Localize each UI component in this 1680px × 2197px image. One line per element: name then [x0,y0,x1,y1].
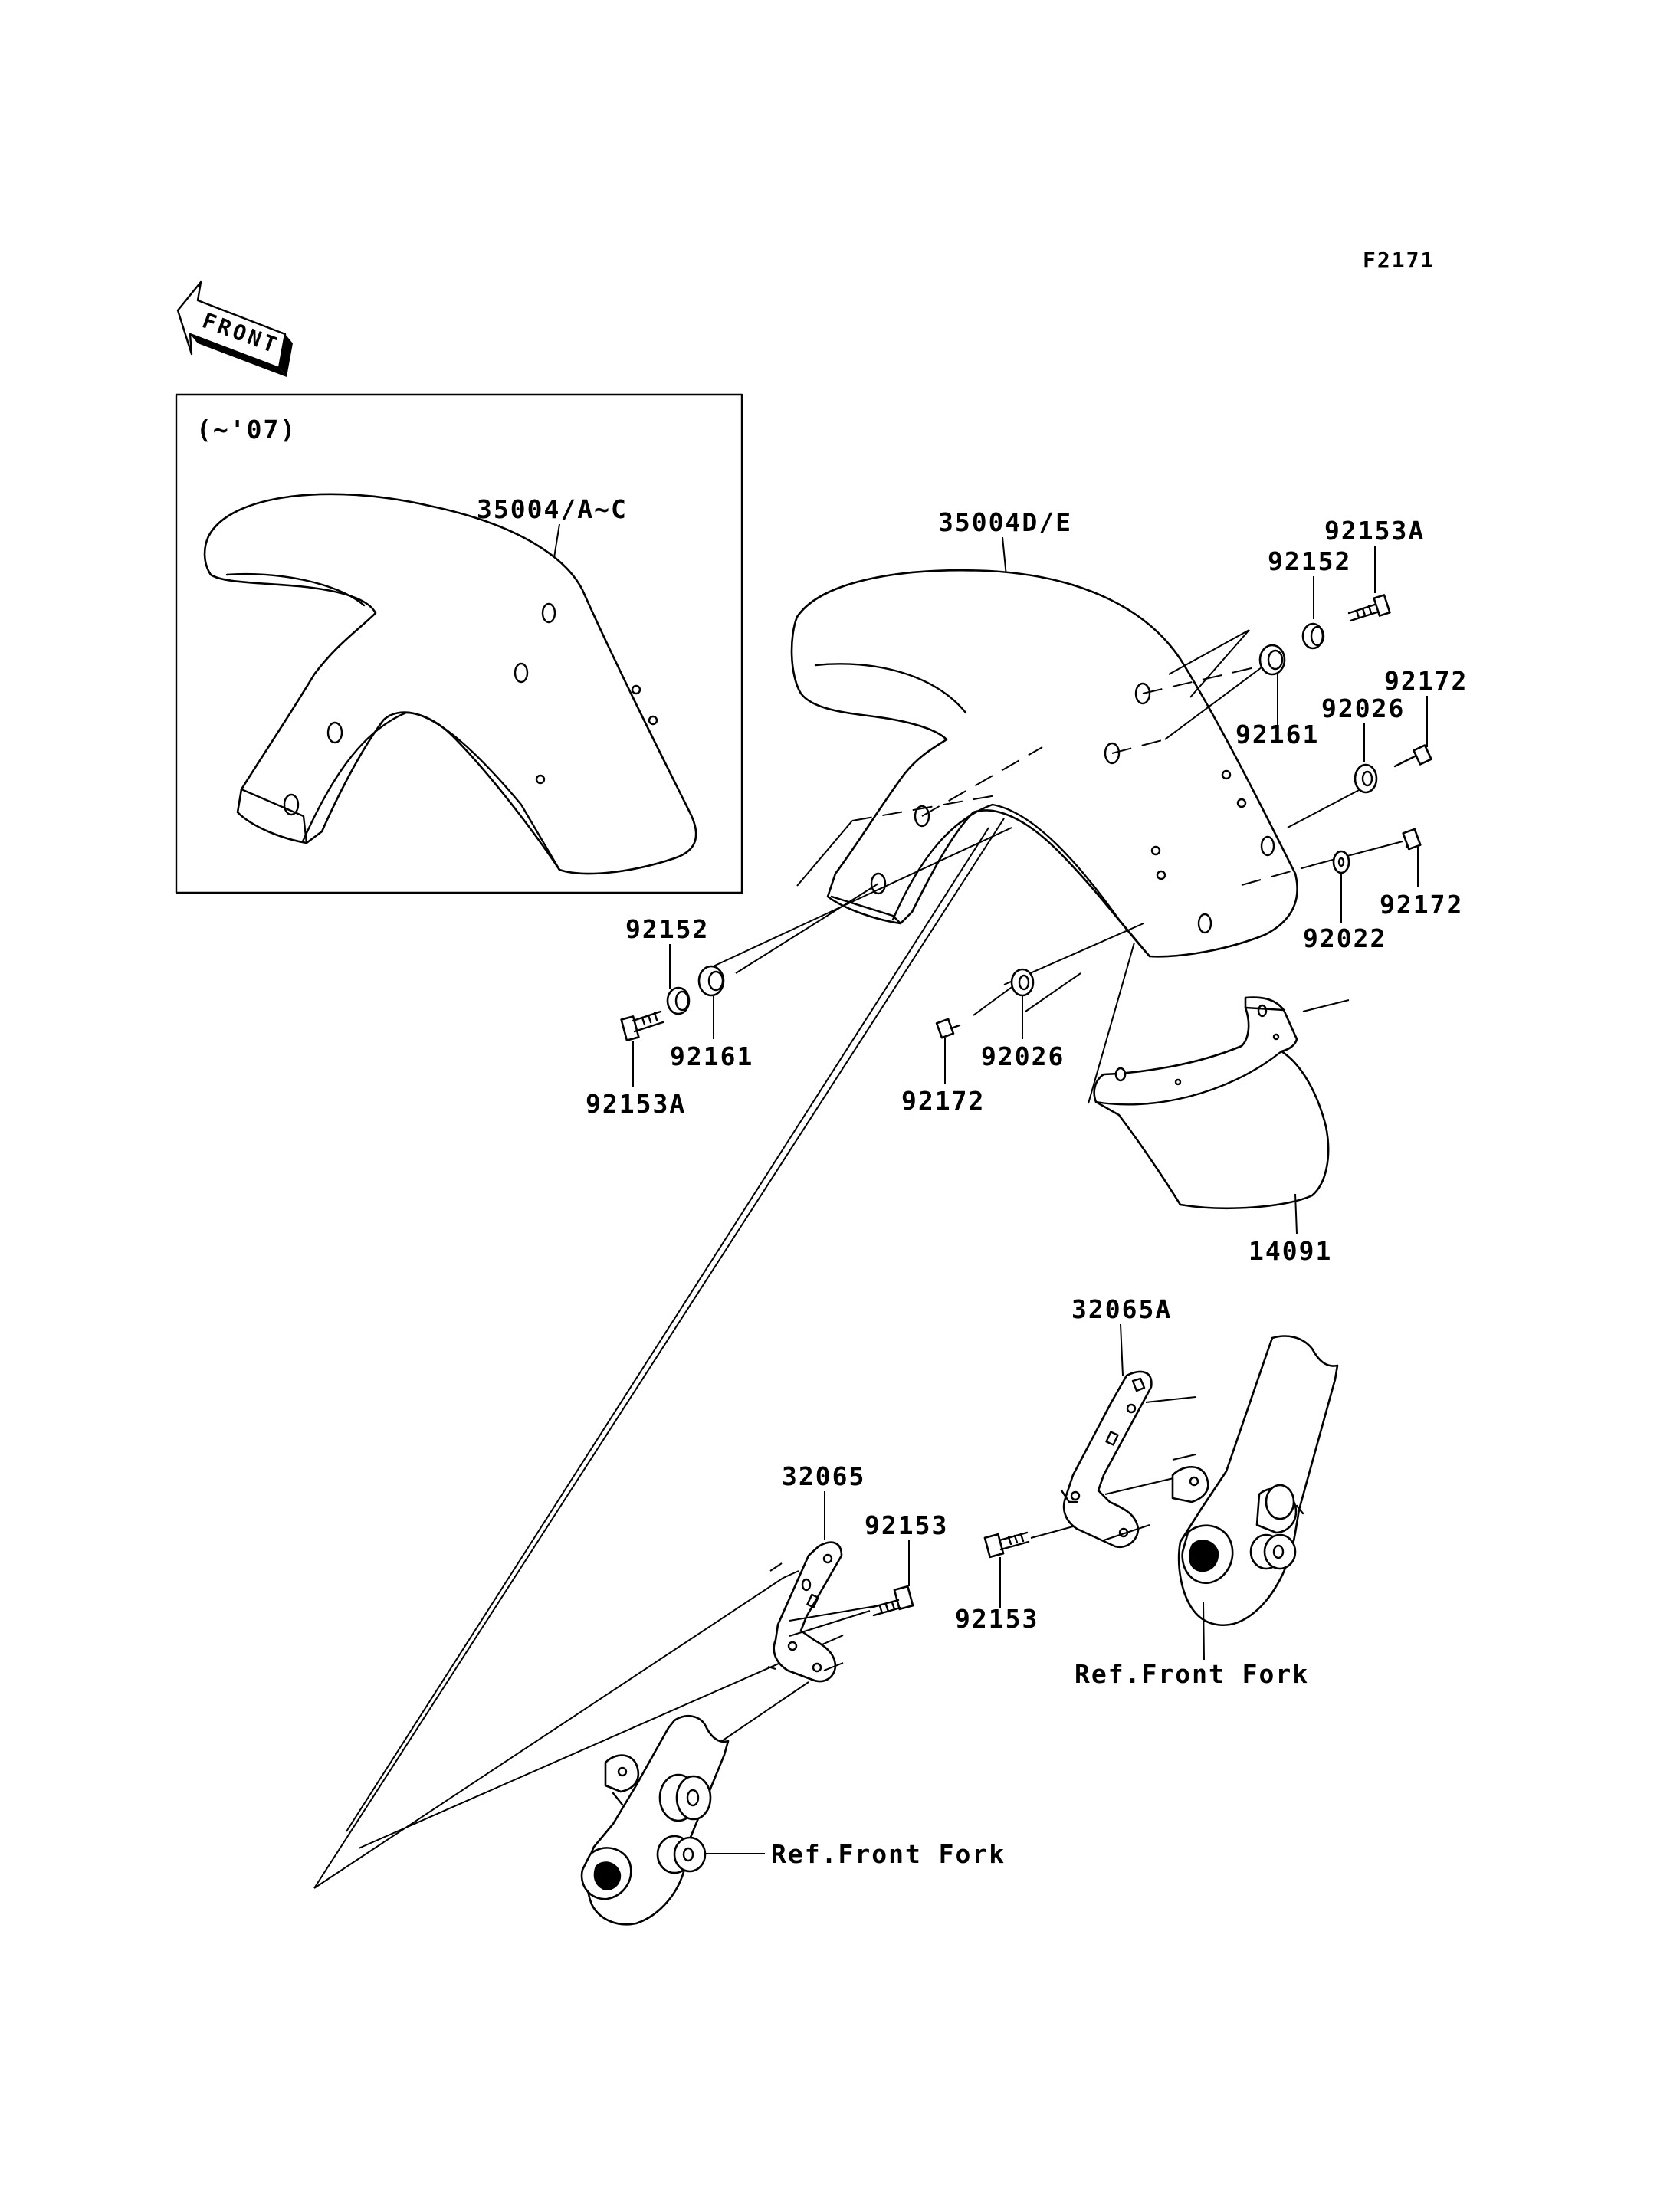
label-92022: 92022 [1303,923,1386,953]
front-arrow-icon: FRONT [176,280,293,377]
label-92161-right: 92161 [1235,720,1319,749]
bracket-32065 [773,1541,843,1683]
front-fork-right [1171,1335,1339,1626]
screw-92172-upper-icon [1393,744,1432,768]
label-92172-lower: 92172 [1380,890,1463,920]
label-32065: 32065 [782,1461,865,1491]
screw-92172-lower-icon [1402,828,1422,851]
bolt-92153-right-icon [983,1531,1030,1559]
washer-92026-bottom-icon [1010,968,1035,997]
grommet-92161-right-icon [1258,644,1286,676]
front-fork-left [580,1714,730,1926]
label-92172-upper: 92172 [1384,666,1468,696]
inset-fender [203,493,697,875]
bolt-92153A-left-icon [620,1010,664,1041]
collar-92152-top-icon [1301,622,1325,650]
inset-box: (~'07) 35004/A~C [175,393,743,894]
front-arrow-label: FRONT [199,308,283,359]
leader-lines [313,629,1403,1889]
label-92026-bottom: 92026 [981,1041,1065,1071]
label-92153-right: 92153 [955,1604,1039,1634]
washer-92026-right-icon [1354,763,1378,794]
bolt-92153A-top-icon [1347,594,1391,622]
label-92152-top: 92152 [1268,546,1351,576]
inset-caption: (~'07) [196,415,297,444]
bracket-32065A [1060,1370,1153,1549]
label-92153-left: 92153 [865,1510,948,1540]
label-92152-left: 92152 [625,914,709,944]
inset-fender-label: 35004/A~C [477,494,628,524]
figure-code: F2171 [1363,248,1435,273]
label-92172-bottom: 92172 [901,1086,985,1116]
grommet-92161-left-icon [697,965,725,997]
label-14091: 14091 [1249,1236,1332,1266]
bolt-92153-left-icon [869,1585,914,1617]
label-32065A: 32065A [1071,1294,1172,1324]
label-92153A-top: 92153A [1324,516,1425,546]
screw-92172-bottom-icon [935,1018,961,1039]
label-92153A-left: 92153A [586,1089,686,1119]
washer-92022-icon [1332,850,1350,874]
label-92161-left: 92161 [670,1041,753,1071]
label-92026-right: 92026 [1321,694,1405,723]
collar-92152-left-icon [666,986,691,1015]
label-ref-front-fork-left: Ref.Front Fork [771,1839,1006,1869]
fender-label: 35004D/E [938,507,1072,537]
label-ref-front-fork-right: Ref.Front Fork [1075,1659,1309,1689]
rear-flap [1093,996,1330,1209]
main-fender [790,569,1298,958]
